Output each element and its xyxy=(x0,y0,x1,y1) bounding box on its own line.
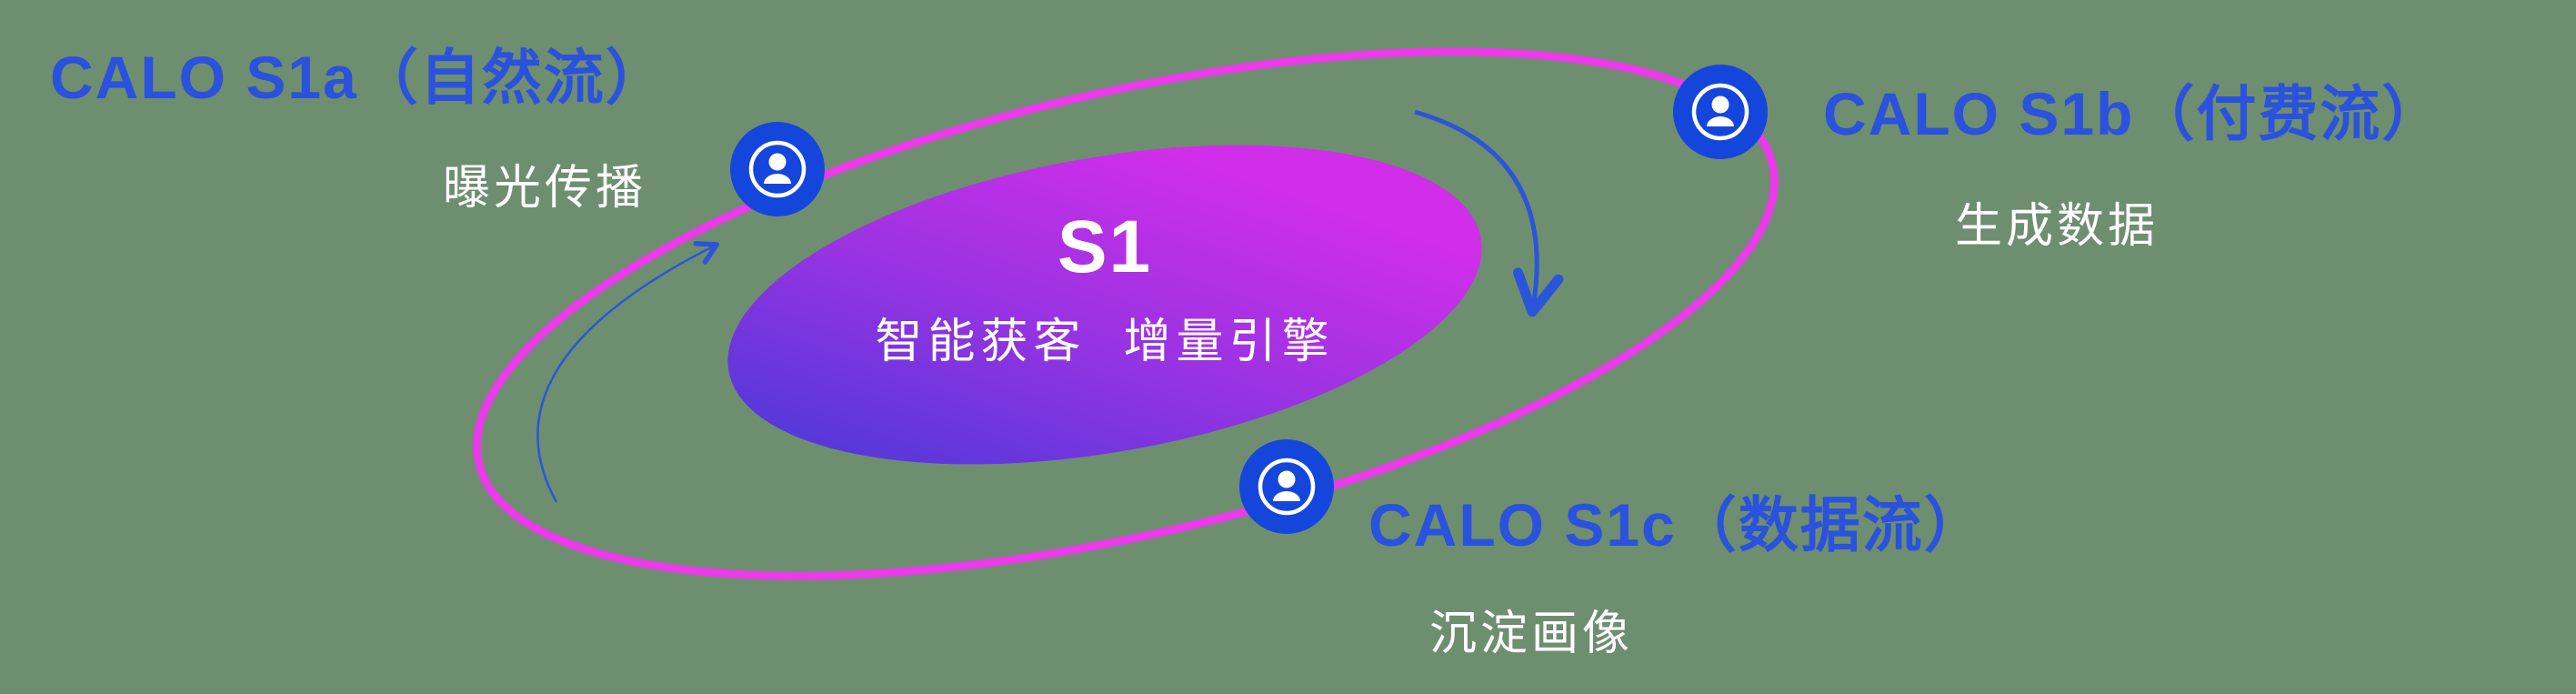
center-label-group: S1 智能获客 增量引擎 xyxy=(723,205,1487,371)
node-s1b-title: CALO S1b（付费流） xyxy=(1823,80,2444,147)
node-s1a-title: CALO S1a（自然流） xyxy=(50,44,667,111)
flow-arrow-left xyxy=(536,241,719,503)
flow-arrow-right xyxy=(1414,109,1564,317)
person-icon-s1a xyxy=(730,122,825,216)
center-ellipse xyxy=(727,145,1482,465)
person-icon-s1b xyxy=(1673,65,1768,159)
node-s1c-subtitle: 沉淀画像 xyxy=(1429,608,1634,660)
orbit-ring xyxy=(473,47,1779,580)
node-s1c-title: CALO S1c（数据流） xyxy=(1368,491,1986,558)
center-title: S1 xyxy=(1057,206,1153,288)
center-subtitle: 智能获客 增量引擎 xyxy=(875,316,1335,368)
person-icon-s1c xyxy=(1239,439,1334,534)
node-s1b-subtitle: 生成数据 xyxy=(1955,200,2160,253)
node-s1a-subtitle: 曝光传播 xyxy=(443,162,647,215)
